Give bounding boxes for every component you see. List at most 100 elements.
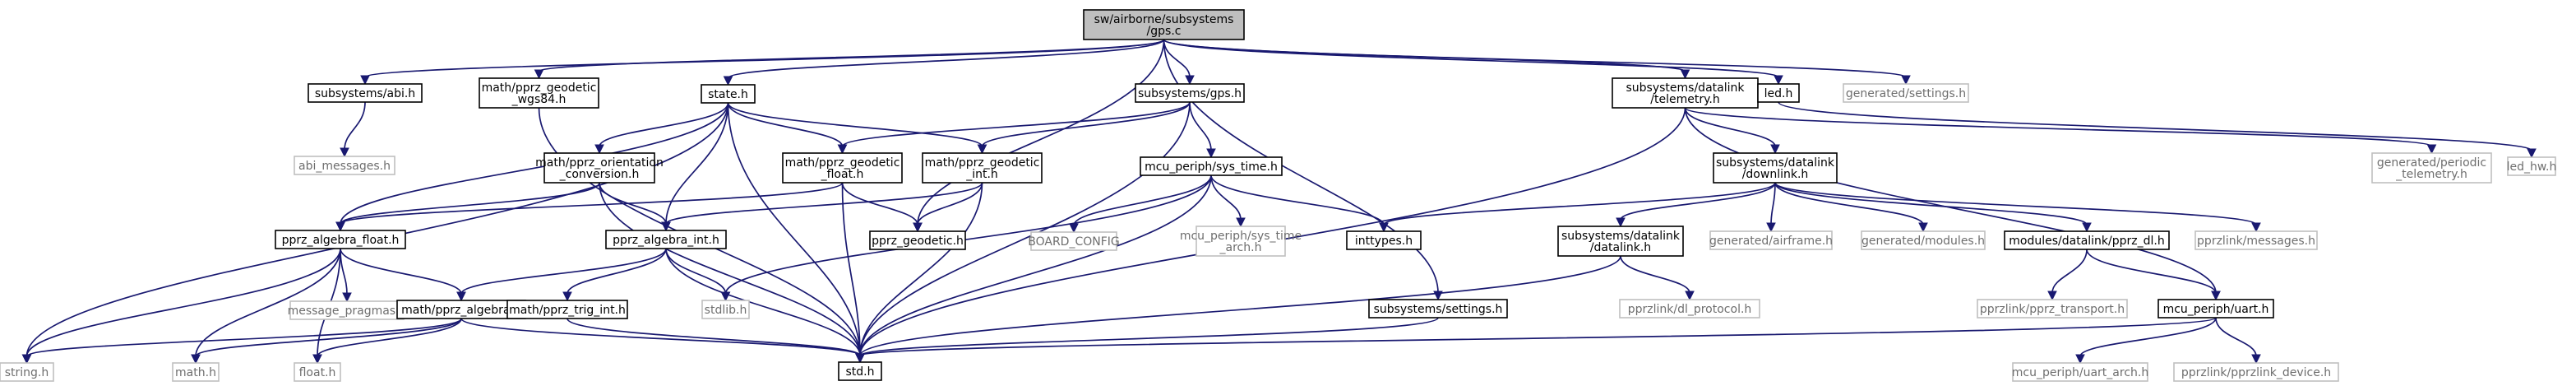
node-label: _int.h (965, 168, 998, 181)
node-message_pragmas_h[interactable]: message_pragmas.h (288, 300, 407, 320)
edge-arrowhead (21, 354, 32, 365)
edge-downlink_h-to-gen_airframe_h (1766, 182, 1776, 233)
node-dl_protocol_h[interactable]: pprzlink/dl_protocol.h (1619, 299, 1760, 319)
edge-math_algebra_h-to-math_h (191, 318, 462, 365)
node-pprz_transport_h[interactable]: pprzlink/pprz_transport.h (1977, 299, 2128, 319)
edge-arrowhead (1616, 217, 1626, 228)
node-inttypes_h[interactable]: inttypes.h (1346, 230, 1422, 250)
node-uart_h[interactable]: mcu_periph/uart.h (2157, 299, 2274, 319)
edge-arrowhead (534, 69, 544, 80)
edge-orientation_h-to-algebra_int_h (599, 182, 671, 232)
node-sys_time_arch_h[interactable]: mcu_periph/sys_time_arch.h (1180, 226, 1302, 257)
node-math_h[interactable]: math.h (172, 362, 220, 382)
edge-line (859, 182, 983, 356)
node-sys_time_h[interactable]: mcu_periph/sys_time.h (1140, 156, 1283, 176)
node-label: subsystems/abi.h (315, 87, 415, 100)
edge-geodetic_int_h-to-pprz_geodetic_h (913, 182, 983, 233)
node-downlink_h[interactable]: subsystems/datalink/downlink.h (1713, 152, 1838, 184)
node-trig_int_h[interactable]: math/pprz_trig_int.h (506, 300, 628, 319)
node-box (479, 77, 599, 109)
node-box (2194, 230, 2318, 250)
edge-line (460, 318, 861, 356)
node-orientation_h[interactable]: math/pprz_orientation_conversion.h (535, 152, 664, 184)
edge-line (25, 248, 341, 357)
edge-line (917, 39, 1165, 226)
node-algebra_int_h[interactable]: pprz_algebra_int.h (605, 230, 727, 249)
edge-arrowhead (1379, 222, 1389, 233)
node-label: pprzlink/pprz_transport.h (1980, 303, 2125, 316)
node-pprz_dl_h[interactable]: modules/datalink/pprz_dl.h (2004, 230, 2170, 250)
node-uart_arch_h[interactable]: mcu_periph/uart_arch.h (2012, 362, 2148, 382)
edge-state_h-to-geodetic_int_h (727, 102, 987, 155)
edge-line (340, 182, 600, 225)
node-label: subsystems/datalink (1561, 230, 1681, 243)
edge-geodetic_int_h-to-algebra_int_h (661, 182, 983, 232)
node-box (0, 362, 54, 382)
node-label: pprzlink/dl_protocol.h (1628, 303, 1752, 316)
edge-arrowhead (1774, 75, 1783, 86)
node-geodetic_wgs84_h[interactable]: math/pprz_geodetic_wgs84.h (479, 77, 599, 109)
node-state_h[interactable]: state.h (701, 84, 756, 104)
node-string_h[interactable]: string.h (0, 362, 54, 382)
node-box (1346, 230, 1422, 250)
edge-arrowhead (1685, 291, 1695, 301)
node-abi_messages_h[interactable]: abi_messages.h (294, 156, 395, 175)
node-math_algebra_h[interactable]: math/pprz_algebra.h (396, 300, 526, 319)
node-label: generated/periodic (2377, 156, 2486, 170)
node-label: modules/datalink/pprz_dl.h (2009, 235, 2164, 248)
node-board_config[interactable]: BOARD_CONFIG (1028, 231, 1120, 251)
edge-arrowhead (661, 221, 671, 232)
node-abi_h[interactable]: subsystems/abi.h (308, 83, 423, 103)
edge-arrowhead (1236, 217, 1246, 228)
node-box (2371, 152, 2492, 184)
node-std_h[interactable]: std.h (838, 361, 882, 381)
edge-abi_h-to-abi_messages_h (340, 101, 366, 158)
edge-line (841, 182, 861, 356)
edge-arrowhead (335, 221, 345, 232)
node-periodic_telemetry_h[interactable]: generated/periodic_telemetry.h (2371, 152, 2492, 184)
node-geodetic_int_h[interactable]: math/pprz_geodetic_int.h (922, 152, 1043, 184)
edge-line (1073, 174, 1212, 226)
edge-subsystems_gps_h-to-geodetic_float_h (837, 101, 1191, 155)
edge-line (1210, 174, 1242, 221)
edge-settings_h-to-std_h (855, 317, 1439, 364)
node-pprzlink_device_h[interactable]: pprzlink/pprzlink_device.h (2173, 362, 2339, 382)
node-telemetry_h[interactable]: subsystems/datalink/telemetry.h (1612, 77, 1759, 109)
node-label: string.h (5, 366, 49, 379)
edge-arrowhead (723, 76, 733, 86)
node-pprz_geodetic_h[interactable]: pprz_geodetic.h (869, 230, 966, 250)
edge-line (1774, 182, 2257, 226)
node-gen_airframe_h[interactable]: generated/airframe.h (1709, 230, 1833, 250)
edge-line (195, 318, 462, 357)
node-box (2004, 230, 2170, 250)
edge-arrowhead (456, 291, 466, 302)
edge-subsystems_gps_h-to-sys_time_h (1189, 101, 1216, 159)
node-label: subsystems/datalink (1716, 156, 1835, 170)
edge-line (2051, 249, 2088, 294)
edge-line (665, 102, 729, 225)
node-subsystems_gps_h[interactable]: subsystems/gps.h (1135, 83, 1245, 103)
node-geodetic_float_h[interactable]: math/pprz_geodetic_float.h (782, 152, 903, 184)
edge-geodetic_float_h-to-pprz_geodetic_h (841, 182, 923, 233)
edge-line (599, 102, 729, 147)
node-label: inttypes.h (1355, 235, 1413, 248)
node-led_hw_h[interactable]: led_hw.h (2507, 156, 2557, 176)
node-gps_c[interactable]: sw/airborne/subsystems/gps.c (1083, 9, 1245, 40)
node-gen_settings_h[interactable]: generated/settings.h (1843, 83, 1969, 103)
node-settings_h[interactable]: subsystems/settings.h (1368, 299, 1508, 319)
edge-line (981, 101, 1191, 147)
node-led_h[interactable]: led.h (1757, 83, 1800, 103)
edge-line (665, 248, 727, 295)
node-float_h[interactable]: float.h (294, 362, 341, 382)
node-algebra_float_h[interactable]: pprz_algebra_float.h (275, 230, 406, 249)
node-pprzlink_messages_h[interactable]: pprzlink/messages.h (2194, 230, 2318, 250)
node-gen_modules_h[interactable]: generated/modules.h (1861, 230, 1986, 250)
node-datalink_h[interactable]: subsystems/datalink/datalink.h (1557, 226, 1684, 257)
edge-arrowhead (594, 144, 604, 155)
edge-arrowhead (340, 147, 349, 158)
node-box (1709, 230, 1833, 250)
edge-line (1770, 182, 1776, 226)
node-stdlib_h[interactable]: stdlib.h (701, 300, 750, 319)
edge-arrowhead (2075, 354, 2085, 365)
edge-line (859, 255, 1621, 356)
